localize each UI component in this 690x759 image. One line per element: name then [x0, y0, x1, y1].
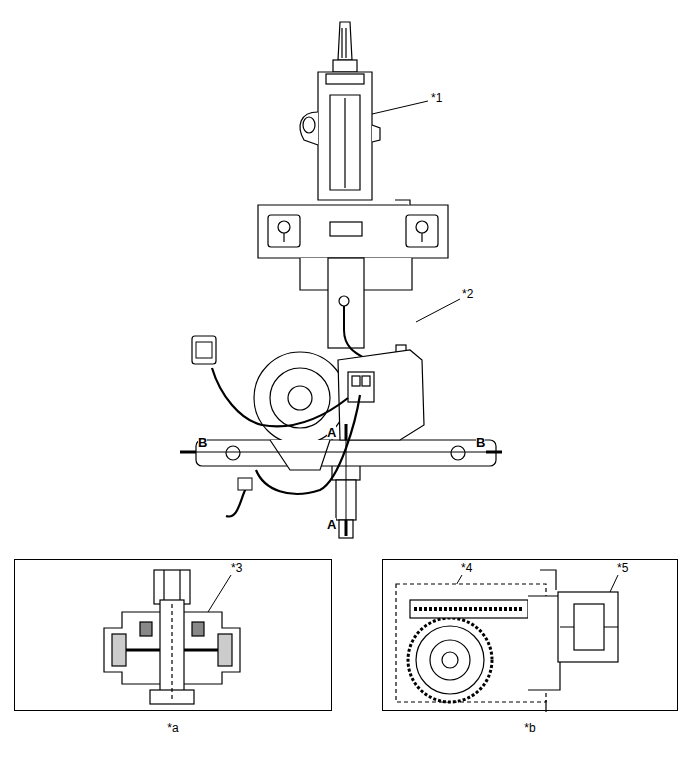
illustration-part — [318, 72, 372, 200]
illustration-part — [372, 125, 380, 142]
illustration-part — [406, 215, 438, 247]
wire-harness — [192, 336, 360, 517]
illustration-part — [268, 215, 300, 247]
illustration-part — [451, 446, 465, 460]
illustration-part — [408, 618, 492, 702]
illustration-part — [300, 112, 318, 145]
illustration-part — [338, 22, 352, 60]
illustration-part — [540, 570, 556, 712]
section-mark: A — [327, 518, 336, 531]
callout-number: *4 — [461, 562, 472, 574]
section-b-drawing — [396, 570, 618, 712]
inset-border — [382, 559, 678, 711]
section-a-drawing — [104, 570, 240, 704]
illustration-part — [196, 342, 212, 358]
upper-column — [300, 22, 380, 200]
illustration-part — [410, 600, 528, 618]
illustration-part — [171, 604, 172, 700]
illustration-part — [362, 376, 370, 386]
illustration-part — [330, 222, 362, 236]
callout-number: *5 — [617, 562, 628, 574]
section-mark: A — [327, 426, 336, 439]
illustration-part — [345, 520, 348, 536]
illustration-part — [288, 386, 312, 410]
illustration-part — [218, 634, 232, 666]
illustration-part — [333, 60, 357, 72]
illustration-part — [610, 575, 618, 592]
illustration-part — [396, 584, 546, 702]
illustration-part — [328, 258, 364, 348]
illustration-part — [192, 622, 204, 636]
illustration-part — [303, 117, 315, 133]
illustration-part — [395, 200, 410, 205]
illustration-part — [338, 350, 424, 440]
callout-number: *1 — [431, 92, 442, 104]
illustration-part — [226, 488, 246, 517]
view-caption: *b — [524, 721, 535, 735]
leader-lines — [208, 101, 618, 612]
illustration-part — [256, 395, 360, 494]
illustration-part — [558, 592, 618, 662]
illustration-part — [179, 570, 180, 604]
illustration-part — [528, 596, 560, 690]
illustration-part — [112, 634, 126, 666]
illustration-part — [154, 570, 190, 604]
section-inset-frame: *a — [14, 559, 332, 741]
illustration-part — [348, 372, 374, 402]
illustration-part — [442, 652, 458, 668]
illustration-part — [270, 440, 330, 470]
illustration-part — [345, 424, 348, 440]
illustration-part — [180, 452, 502, 453]
illustration-part — [339, 296, 349, 306]
view-caption: *a — [167, 721, 178, 735]
section-inset-frame: *b — [382, 559, 678, 741]
illustration-part — [226, 446, 240, 460]
illustration-part — [414, 607, 524, 611]
illustration-part — [352, 376, 360, 386]
illustration-part — [283, 233, 284, 242]
section-lines — [180, 424, 502, 536]
illustration-part — [180, 451, 196, 454]
illustration-part — [416, 626, 484, 694]
illustration-part — [258, 205, 448, 258]
illustration-part — [212, 368, 348, 426]
section-mark: B — [476, 436, 485, 449]
illustration-part — [163, 570, 164, 604]
illustration-part — [341, 28, 342, 58]
illustration-part — [140, 622, 152, 636]
section-mark: B — [198, 436, 207, 449]
illustration-part — [416, 221, 428, 233]
illustration-part — [421, 233, 422, 242]
illustration-part — [430, 640, 470, 680]
illustration-part — [326, 74, 364, 84]
illustration-part — [330, 95, 360, 190]
illustration-part — [278, 221, 290, 233]
illustration-part — [345, 28, 346, 58]
inset-border — [14, 559, 332, 711]
callout-number: *3 — [231, 562, 242, 574]
illustration-part — [344, 98, 345, 188]
illustration-part — [416, 299, 460, 322]
illustration-part — [254, 352, 346, 444]
illustration-part — [346, 424, 347, 536]
illustration-part — [192, 336, 216, 364]
illustration-part — [486, 451, 502, 454]
illustration-part — [270, 368, 330, 428]
illustration-part — [574, 604, 604, 650]
illustration-part — [126, 649, 218, 652]
illustration-part — [238, 478, 252, 490]
illustration-part — [339, 520, 353, 538]
callout-number: *2 — [462, 288, 473, 300]
illustration-part — [208, 575, 231, 612]
